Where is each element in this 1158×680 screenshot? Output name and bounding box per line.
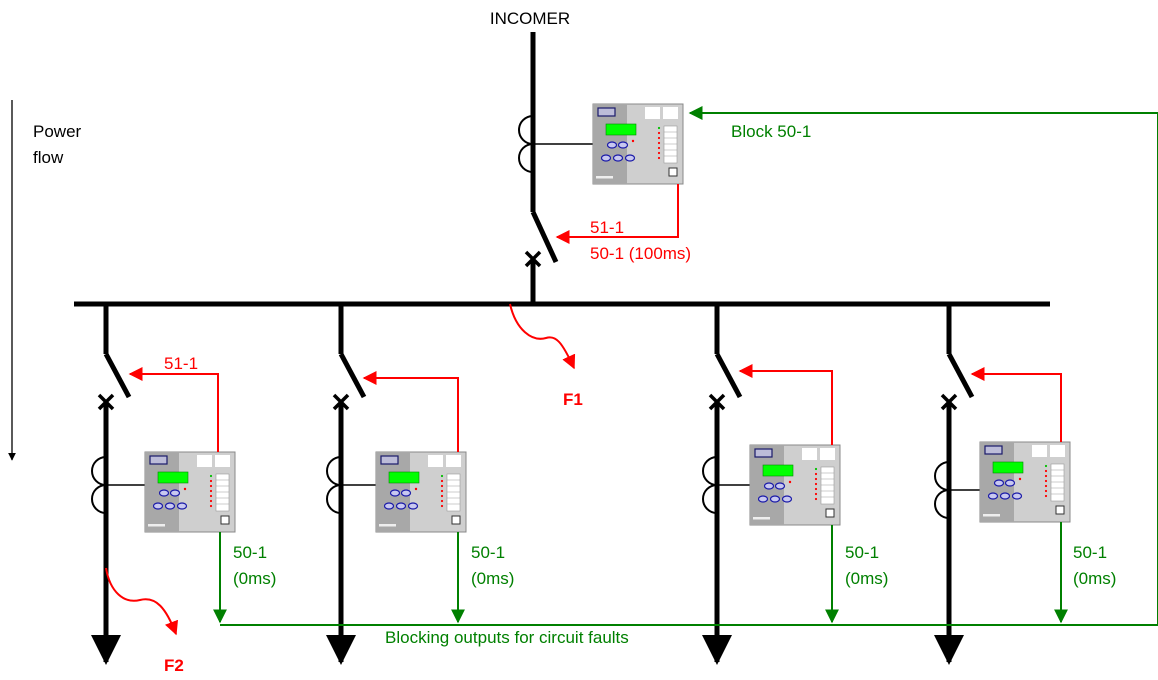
blocking-output-label: (0ms) xyxy=(233,569,276,588)
incomer-trip-arrow xyxy=(555,184,679,244)
incomer-trip-label: 50-1 (100ms) xyxy=(590,244,691,263)
protection-relay-icon xyxy=(749,444,841,526)
block-label: Block 50-1 xyxy=(731,122,811,141)
block-signal-arrow xyxy=(220,106,1158,626)
current-transformer-icon xyxy=(518,115,534,145)
breaker-contact-icon xyxy=(530,210,559,264)
blocking-bus: Blocking outputs for circuit faults xyxy=(220,106,1158,647)
power-flow-label: Power xyxy=(33,122,82,141)
protection-relay-icon xyxy=(979,441,1071,523)
feeder-trip-arrow xyxy=(970,367,1062,442)
feeder-3: 50-1 (0ms) xyxy=(702,304,888,665)
feeder-4: 50-1 (0ms) xyxy=(934,304,1116,665)
breaker-contact-icon xyxy=(714,352,743,399)
blocking-output-label: 50-1 xyxy=(471,543,505,562)
feeder-trip-arrow xyxy=(128,367,219,452)
breaker-contact-icon xyxy=(338,352,367,399)
blocking-outputs-label: Blocking outputs for circuit faults xyxy=(385,628,629,647)
current-transformer-icon xyxy=(326,456,342,486)
protection-relay-icon xyxy=(144,451,236,533)
blocking-output-label: (0ms) xyxy=(1073,569,1116,588)
feeder-2: 50-1 (0ms) xyxy=(326,304,514,665)
current-transformer-icon xyxy=(91,456,107,486)
blocking-output-label: 50-1 xyxy=(233,543,267,562)
blocking-output-label: 50-1 xyxy=(1073,543,1107,562)
feeder-trip-arrow xyxy=(738,364,833,445)
blocking-output-label: (0ms) xyxy=(845,569,888,588)
feeder-trip-arrow xyxy=(362,371,459,452)
fault-f1: F1 xyxy=(509,303,583,409)
feeder-trip-label: 51-1 xyxy=(164,354,198,373)
protection-relay-icon xyxy=(375,451,467,533)
incomer-trip-label: 51-1 xyxy=(590,218,624,237)
blocking-output-label: (0ms) xyxy=(471,569,514,588)
blocking-output-label: 50-1 xyxy=(845,543,879,562)
power-flow-indicator: Power flow xyxy=(8,100,82,461)
current-transformer-icon xyxy=(934,461,950,491)
incomer-label: INCOMER xyxy=(490,9,570,28)
feeder-1: 51-1 50-1 (0ms) xyxy=(91,304,276,665)
current-transformer-icon xyxy=(702,456,718,486)
breaker-contact-icon xyxy=(103,352,132,399)
fault-arrow-icon xyxy=(509,303,576,370)
fault-arrow-icon xyxy=(105,567,179,636)
protection-relay-icon xyxy=(592,103,684,185)
incomer-feeder: INCOMER 51-1 50-1 (100ms) Block 50-1 xyxy=(490,9,811,304)
fault-f2-label: F2 xyxy=(164,656,184,675)
power-flow-label: flow xyxy=(33,148,64,167)
fault-f1-label: F1 xyxy=(563,390,583,409)
breaker-contact-icon xyxy=(946,352,975,399)
fault-f2: F2 xyxy=(105,567,184,675)
